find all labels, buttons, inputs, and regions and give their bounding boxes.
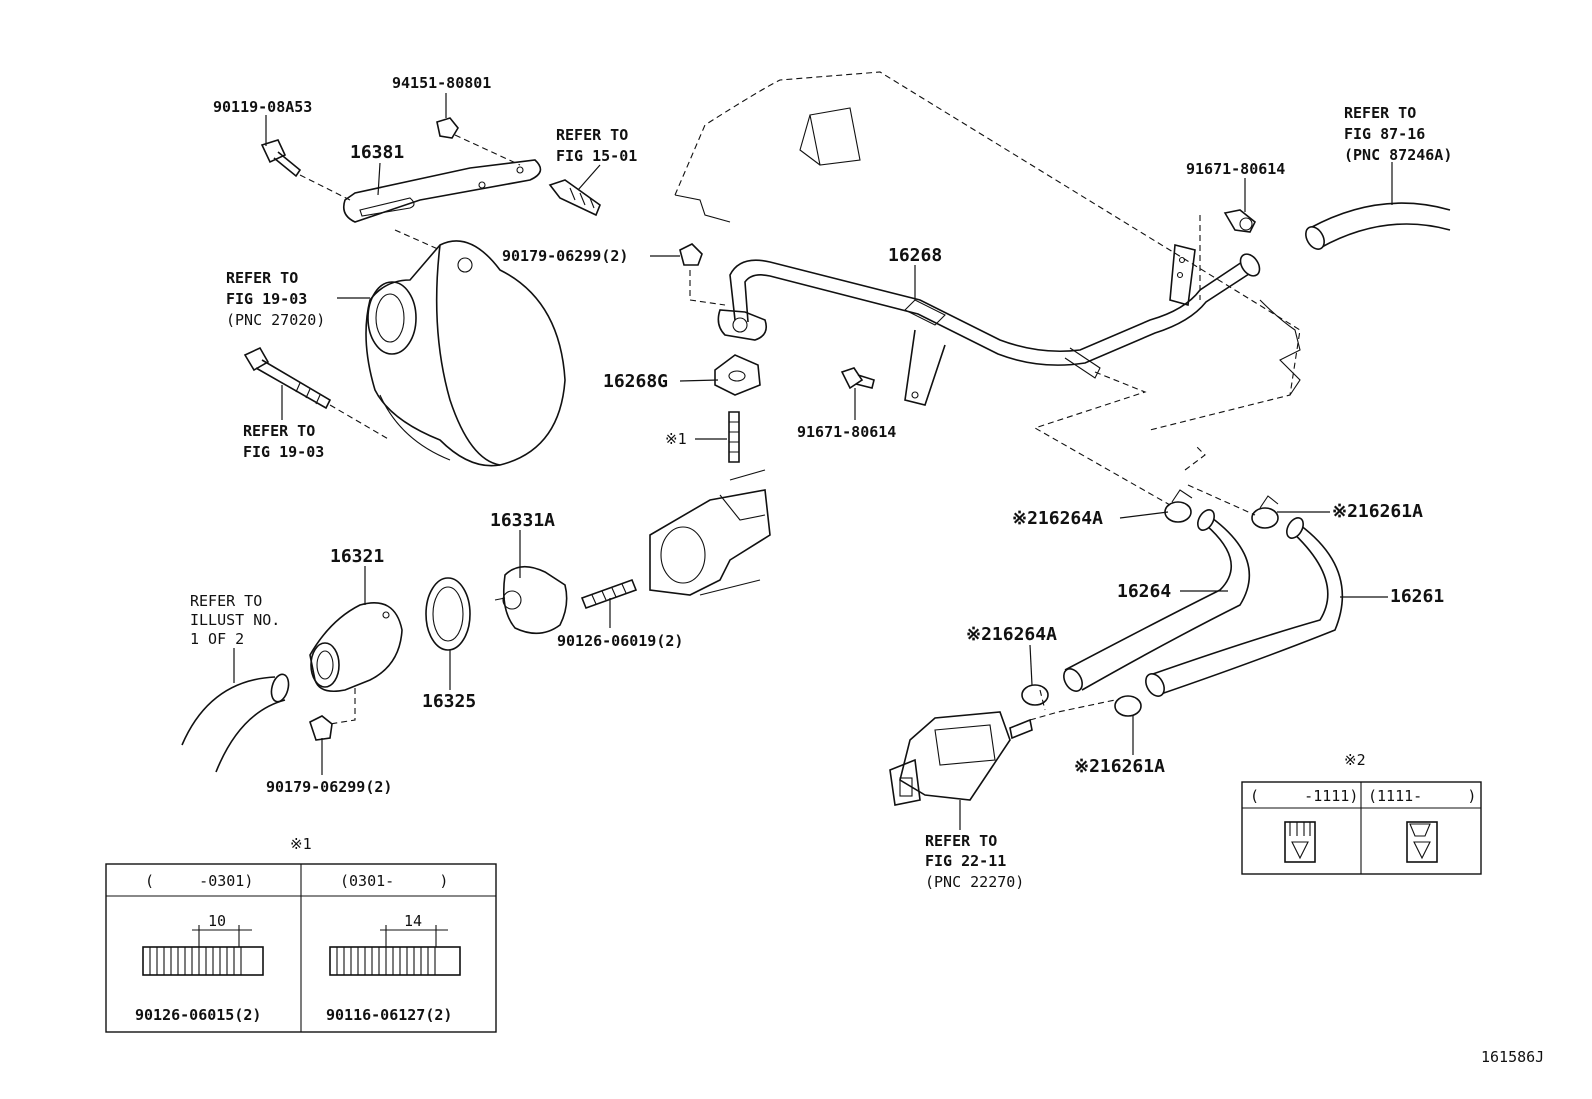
- label-16261A-top: ※216261A: [1332, 501, 1423, 522]
- bolt-91671-lower: [840, 367, 875, 390]
- label-stud-note1: ※1: [665, 430, 687, 448]
- label-refer-illust-line1: REFER TO: [190, 592, 262, 610]
- gasket-16268G: [714, 354, 761, 396]
- leader-lines: [233, 93, 1393, 830]
- alternator: [365, 229, 566, 467]
- clamp-16264A-mid: [1021, 684, 1049, 706]
- label-refer-22-11-line1: REFER TO: [925, 832, 997, 850]
- table2-mark: ※2: [1344, 751, 1366, 769]
- bolt-90119: [260, 139, 351, 201]
- label-refer-87-16-line1: REFER TO: [1344, 104, 1416, 122]
- table1-col1-part: 90126-06015(2): [135, 1006, 261, 1024]
- label-refer-19-03-line2: FIG 19-03: [226, 290, 307, 308]
- nut-90179-top: [679, 243, 703, 266]
- fitting-15-01: [548, 179, 601, 217]
- label-refer-19-03b-line2: FIG 19-03: [243, 443, 324, 461]
- label-91671-upper: 91671-80614: [1186, 160, 1285, 178]
- label-refer-illust-line3: 1 OF 2: [190, 630, 244, 648]
- clamp-type-old: [1284, 821, 1316, 863]
- label-refer-19-03-line1: REFER TO: [226, 269, 298, 287]
- label-90179-bottom: 90179-06299(2): [266, 778, 392, 796]
- table1-col2-dim: 14: [404, 912, 422, 930]
- label-refer-illust-line2: ILLUST NO.: [190, 611, 280, 629]
- hose-16261: [1145, 517, 1344, 697]
- label-90119-08A53: 90119-08A53: [213, 98, 312, 116]
- clamp-16261A-bottom: [1114, 695, 1142, 717]
- bracket-16381: [342, 159, 542, 223]
- gasket-16325: [425, 577, 471, 651]
- label-16381: 16381: [350, 142, 404, 163]
- label-refer-19-03b-line1: REFER TO: [243, 422, 315, 440]
- table1-mark: ※1: [290, 835, 312, 853]
- label-refer-22-11-line3: (PNC 22270): [925, 873, 1024, 891]
- stud-90116-06127: 14: [329, 912, 461, 976]
- callout-labels: 90119-08A53 94151-80801 16381 REFER TO F…: [190, 74, 1544, 1066]
- label-16331A: 16331A: [490, 510, 555, 531]
- label-16268G: 16268G: [603, 371, 668, 392]
- label-16321: 16321: [330, 546, 384, 567]
- stud-note1: [728, 411, 740, 463]
- table2-col1-header: ( -1111): [1250, 787, 1358, 805]
- table2-col2-header: (1111- ): [1368, 787, 1476, 805]
- label-refer-87-16-line3: (PNC 87246A): [1344, 146, 1452, 164]
- label-refer-15-01-line2: FIG 15-01: [556, 147, 637, 165]
- engine-head-outline: [674, 71, 1301, 431]
- clamp-type-new: [1406, 821, 1438, 863]
- label-16264A-mid: ※216264A: [966, 624, 1057, 645]
- clamp-16264A-top: [1164, 489, 1193, 523]
- clamp-guide: [1184, 444, 1256, 516]
- long-bolt: [243, 346, 391, 441]
- table1-col2-header: (0301- ): [340, 872, 448, 890]
- label-16264A-top: ※216264A: [1012, 508, 1103, 529]
- table-note2: ※2 ( -1111) (1111- ): [1241, 751, 1482, 875]
- stud-90126-06015: 10: [142, 912, 264, 976]
- label-refer-22-11-line2: FIG 22-11: [925, 852, 1006, 870]
- table1-col1-dim: 10: [208, 912, 226, 930]
- label-refer-15-01-line1: REFER TO: [556, 126, 628, 144]
- nut-94151: [436, 117, 521, 166]
- clamp-16261A-top: [1251, 495, 1279, 529]
- hose-refer-illust: [181, 673, 290, 773]
- water-inlet-16321: [309, 601, 403, 725]
- hose-87-16: [1305, 202, 1451, 250]
- hose-16264: [1063, 509, 1251, 692]
- thermostat-housing: [649, 469, 771, 596]
- label-16268: 16268: [888, 245, 942, 266]
- label-94151-80801: 94151-80801: [392, 74, 491, 92]
- label-16264: 16264: [1117, 581, 1171, 602]
- label-refer-19-03-line3: (PNC 27020): [226, 311, 325, 329]
- table-note1: ※1 ( -0301) (0301- ) 10 90126-06015(2) 1…: [105, 835, 497, 1033]
- bolt-91671-upper: [1223, 209, 1257, 233]
- label-90126-06019: 90126-06019(2): [557, 632, 683, 650]
- label-16261: 16261: [1390, 586, 1444, 607]
- table1-col1-header: ( -0301): [145, 872, 253, 890]
- throttle-body: [889, 689, 1116, 806]
- table1-col2-part: 90116-06127(2): [326, 1006, 452, 1024]
- figure-id: 161586J: [1481, 1048, 1544, 1066]
- label-16325: 16325: [422, 691, 476, 712]
- label-16261A-bottom: ※216261A: [1074, 756, 1165, 777]
- label-90179-top: 90179-06299(2): [502, 247, 628, 265]
- thermostat-16331A: [494, 565, 568, 635]
- water-pipe-16268: [689, 215, 1261, 506]
- stud-90126-06019: [580, 578, 638, 610]
- label-refer-87-16-line2: FIG 87-16: [1344, 125, 1425, 143]
- label-91671-lower: 91671-80614: [797, 423, 896, 441]
- nut-90179-bottom: [309, 715, 333, 741]
